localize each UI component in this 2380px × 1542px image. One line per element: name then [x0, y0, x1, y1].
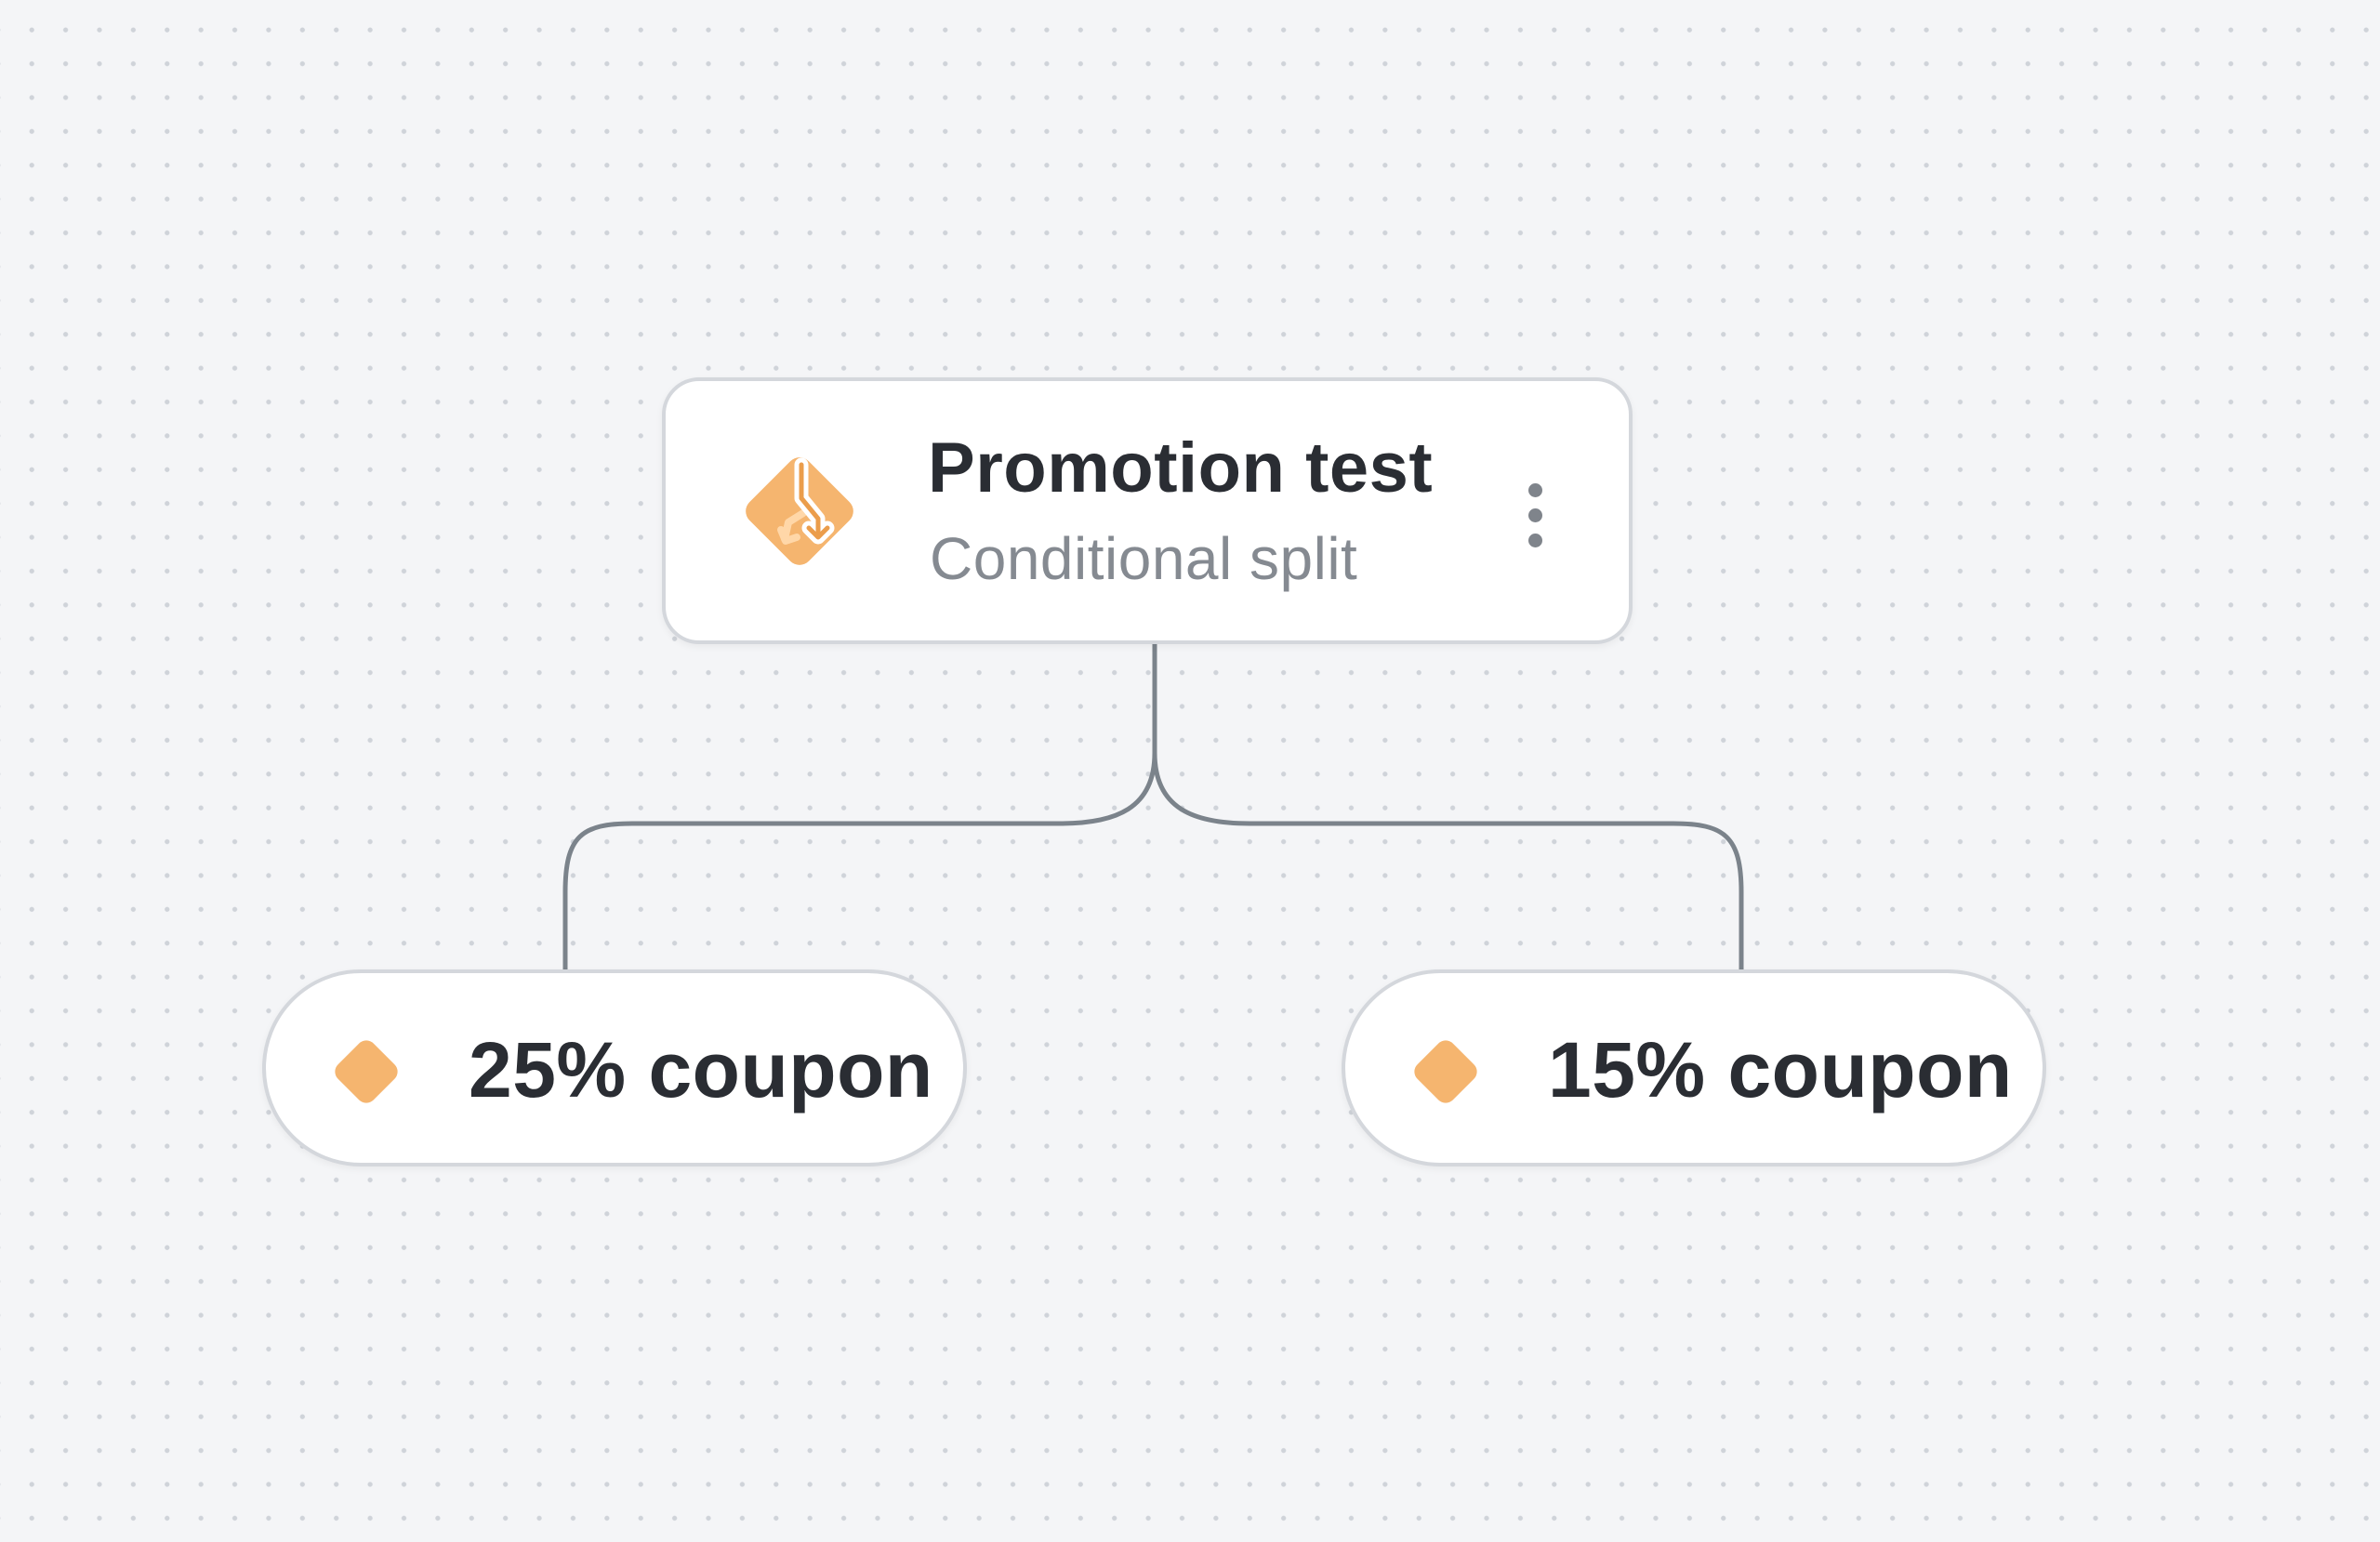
branch-diamond-icon	[335, 1040, 398, 1103]
connector-to-15-percent-branch	[1152, 644, 1744, 973]
branch-label: 15% coupon	[1548, 1026, 2013, 1114]
conditional-split-icon	[746, 457, 853, 565]
more-vertical-icon	[1528, 534, 1542, 547]
branch-label: 25% coupon	[469, 1026, 933, 1114]
conditional-split-node[interactable]: Promotion test Conditional split	[662, 377, 1633, 644]
more-vertical-icon	[1528, 508, 1542, 522]
node-title: Promotion test	[928, 428, 1434, 507]
connector-to-25-percent-branch	[562, 644, 1157, 973]
node-subtitle: Conditional split	[930, 525, 1358, 592]
branch-node-15-percent-coupon[interactable]: 15% coupon	[1342, 969, 2046, 1166]
branch-diamond-icon	[1414, 1040, 1477, 1103]
more-options-button[interactable]	[1502, 474, 1567, 558]
branch-node-25-percent-coupon[interactable]: 25% coupon	[262, 969, 967, 1166]
more-vertical-icon	[1528, 483, 1542, 497]
